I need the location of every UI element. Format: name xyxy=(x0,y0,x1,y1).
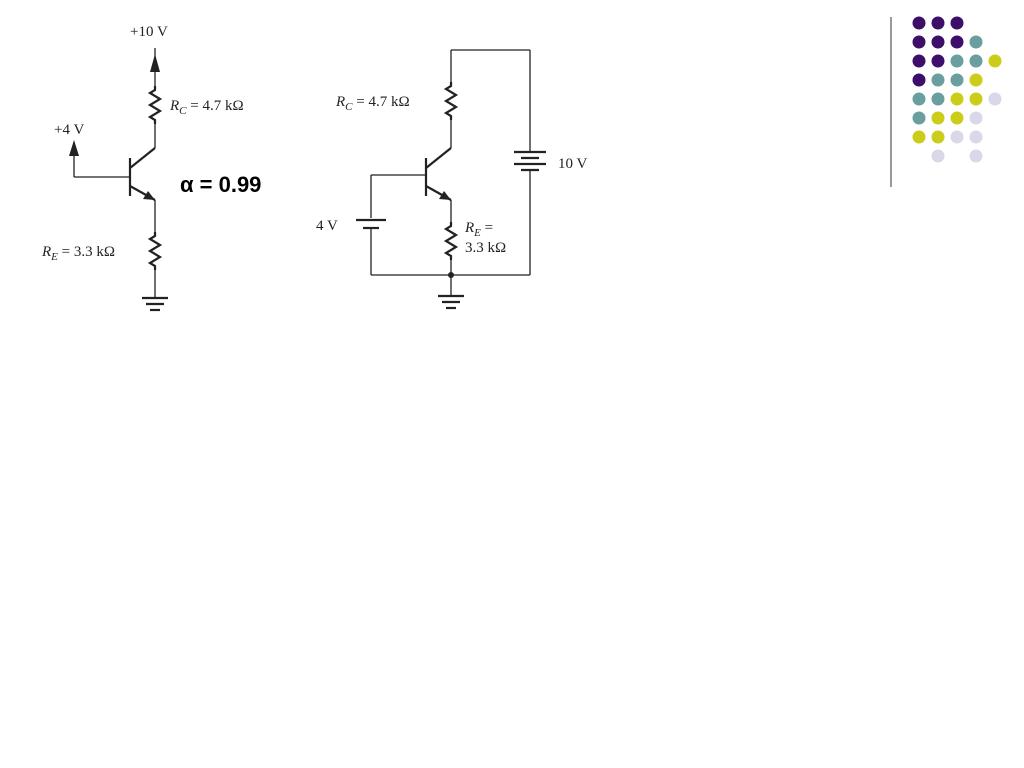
decor-dot xyxy=(969,92,983,106)
left-rc-resistor-icon xyxy=(147,86,163,124)
left-vcc-arrow-icon xyxy=(150,54,160,72)
decor-dot xyxy=(950,35,964,49)
decor-dot xyxy=(950,92,964,106)
decor-dot xyxy=(931,92,945,106)
decor-dot xyxy=(931,35,945,49)
decor-dot xyxy=(950,130,964,144)
decor-dot xyxy=(969,149,983,163)
decor-dot xyxy=(931,111,945,125)
right-rc-resistor-icon xyxy=(443,82,459,120)
decor-dot xyxy=(969,54,983,68)
left-re-label: RE = 3.3 kΩ xyxy=(41,244,115,263)
right-rc-label: RC = 4.7 kΩ xyxy=(335,94,410,113)
right-re-label: RE = xyxy=(464,220,493,239)
decor-dot xyxy=(931,16,945,30)
decor-dot xyxy=(912,54,926,68)
decor-dot xyxy=(950,111,964,125)
left-rc-label: RC = 4.7 kΩ xyxy=(169,98,244,117)
decor-dot xyxy=(912,130,926,144)
right-base-battery-icon xyxy=(356,218,386,230)
left-vb-label: +4 V xyxy=(54,122,84,138)
decor-dot xyxy=(969,130,983,144)
decor-dot xyxy=(950,54,964,68)
left-re-resistor-icon xyxy=(147,232,163,270)
decor-dot xyxy=(988,92,1002,106)
right-base-battery-label: 4 V xyxy=(316,218,338,234)
decor-dot xyxy=(950,16,964,30)
decor-dot xyxy=(912,92,926,106)
right-collector-battery-label: 10 V xyxy=(558,156,587,172)
decor-dot xyxy=(912,16,926,30)
left-vcc-label: +10 V xyxy=(130,24,168,40)
right-collector-battery-icon xyxy=(514,150,546,172)
decor-dot xyxy=(912,73,926,87)
decor-dot xyxy=(912,35,926,49)
left-ground-icon xyxy=(142,296,168,312)
left-transistor-icon xyxy=(128,147,156,201)
right-ground-icon xyxy=(438,294,464,310)
decor-dot xyxy=(969,111,983,125)
decor-dot xyxy=(912,111,926,125)
right-transistor-icon xyxy=(424,147,452,201)
left-vb-arrow-icon xyxy=(69,140,79,156)
decor-dot xyxy=(950,73,964,87)
decor-dot xyxy=(931,149,945,163)
right-circuit: RC = 4.7 kΩ 4 V RE = 3.3 kΩ xyxy=(316,49,587,310)
decor-dot xyxy=(969,73,983,87)
right-re-value-label: 3.3 kΩ xyxy=(465,240,506,256)
alpha-label: α = 0.99 xyxy=(180,172,261,197)
decor-dot xyxy=(931,73,945,87)
decor-dot-grid xyxy=(912,16,1002,163)
decor-dot xyxy=(931,130,945,144)
decor-dot xyxy=(969,35,983,49)
decor-dot xyxy=(931,54,945,68)
left-circuit: +10 V RC = 4.7 kΩ +4 V RE = 3.3 kΩ xyxy=(41,24,244,312)
decor-dot xyxy=(988,54,1002,68)
right-re-resistor-icon xyxy=(443,222,459,260)
